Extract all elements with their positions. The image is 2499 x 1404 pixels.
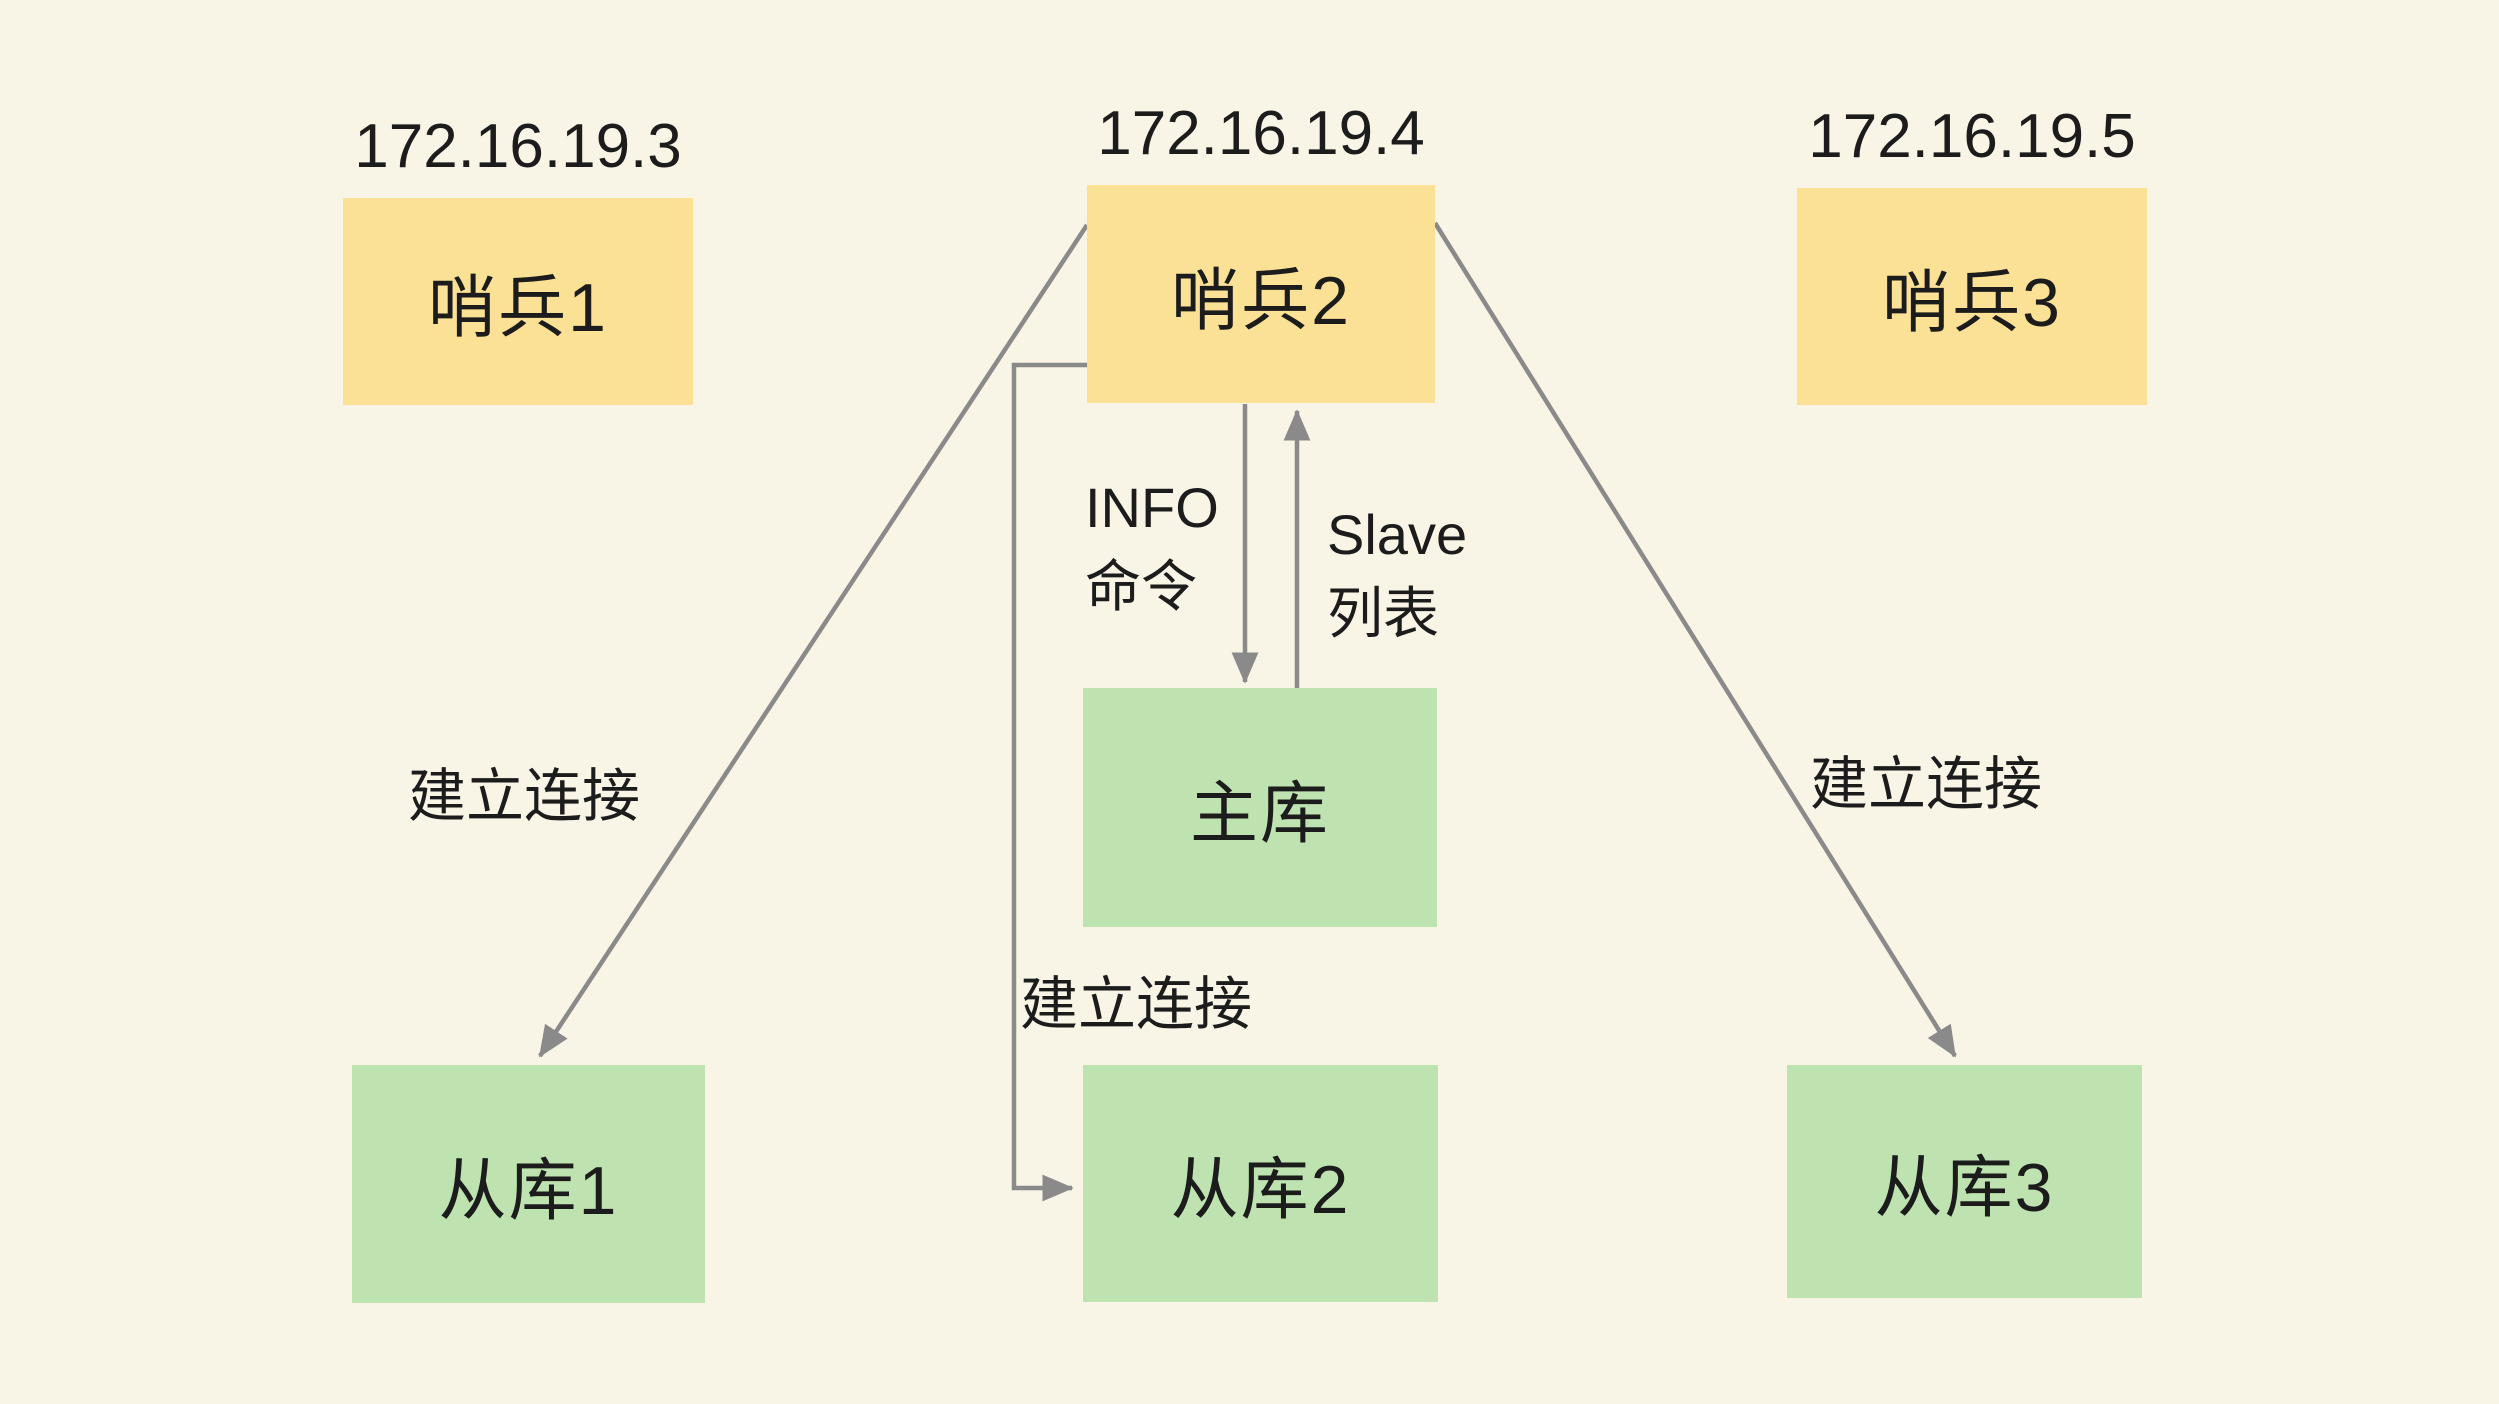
node-slave-db-3: 从库3 [1787,1065,2142,1298]
edge-label-connect-left: 建立连接 [408,764,641,829]
node-slave-db-1: 从库1 [352,1065,705,1303]
node-sentinel2-label: 哨兵2 [1171,262,1351,339]
edge-label-slave-list-line1: Slave [1327,503,1468,566]
arrow-sentinel2-to-slave3 [1433,221,1957,1058]
arrow-sentinel2-to-slave1 [538,223,1089,1058]
node-slave-db-1-label: 从库1 [438,1152,619,1229]
arrow-sentinel2-to-slave2-elbow [1011,362,1087,1202]
node-sentinel3-label: 哨兵3 [1882,265,2062,341]
node-master-db-label: 主库 [1189,776,1330,852]
edge-label-info-command-line1: INFO [1085,476,1219,539]
node-sentinel2: 哨兵2 [1087,185,1435,403]
node-slave-db-2-label: 从库2 [1170,1152,1351,1228]
edge-label-info-command-line2: 命令 [1085,555,1197,618]
edge-label-slave-list: Slave 列表 [1327,495,1467,653]
ip-label-sentinel1: 172.16.19.3 [354,112,682,181]
edge-label-slave-list-line2: 列表 [1327,582,1439,645]
edge-label-connect-right: 建立连接 [1810,752,2043,817]
ip-label-sentinel2: 172.16.19.4 [1097,99,1425,168]
ip-label-sentinel3: 172.16.19.5 [1808,102,2136,171]
node-sentinel1: 哨兵1 [343,198,693,405]
node-slave-db-3-label: 从库3 [1874,1150,2055,1226]
node-slave-db-2: 从库2 [1083,1065,1438,1302]
node-sentinel3: 哨兵3 [1797,188,2147,405]
edge-label-info-command: INFO 命令 [1085,468,1219,626]
edge-label-connect-middle: 建立连接 [1020,972,1253,1037]
node-master-db: 主库 [1083,688,1437,927]
node-sentinel1-label: 哨兵1 [428,270,608,346]
